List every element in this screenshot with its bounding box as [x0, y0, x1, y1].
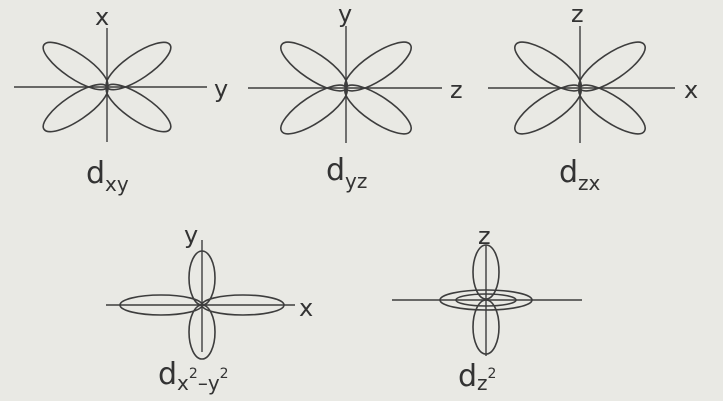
dzx-caption: dzx [559, 155, 601, 195]
dxy-lobe-lower-right [105, 83, 172, 133]
dx2y2-lobes [119, 250, 285, 360]
dzx-lobes [514, 41, 646, 135]
dx2y2-caption-sup-2: 2 [220, 366, 229, 382]
dxy-lobe-lower-left [42, 83, 109, 133]
dx2y2-caption-sup-1: 2 [189, 366, 198, 382]
orbital-dyz: y z dyz [248, 0, 463, 193]
dz2-lobe-top [472, 244, 500, 300]
dz2-caption-base: d [458, 359, 477, 394]
dx2y2-caption-sub-y: y [208, 371, 220, 395]
dzx-caption-subscript: zx [578, 171, 600, 195]
dyz-lobe-lower-right [344, 84, 412, 135]
dzx-lobe-upper-left [514, 41, 582, 92]
orbital-dz2: z dz2 [392, 222, 582, 395]
dzx-horizontal-axis-label: x [684, 76, 698, 104]
dyz-lobes [280, 41, 412, 135]
dxy-horizontal-axis-label: y [214, 75, 228, 103]
orbital-dx2-y2: y x dx2–y2 [106, 221, 313, 395]
orbital-dxy: x y dxy [14, 3, 228, 196]
dyz-caption: dyz [326, 153, 367, 193]
dx2y2-horizontal-axis-label: x [299, 294, 313, 322]
dxy-lobe-upper-right [105, 41, 172, 91]
dyz-horizontal-axis-label: z [450, 76, 463, 104]
dzx-lobe-upper-right [578, 41, 646, 92]
dxy-lobe-upper-left [42, 41, 109, 91]
dzx-caption-base: d [559, 155, 578, 190]
dx2y2-vertical-axis-label: y [184, 221, 198, 249]
dz2-caption-superscript: 2 [488, 366, 497, 382]
dyz-lobe-upper-right [344, 41, 412, 92]
dx2y2-lobe-left [119, 294, 203, 316]
dxy-caption-base: d [86, 156, 105, 191]
dz2-lobe-bottom [472, 299, 500, 355]
dx2y2-caption-base: d [158, 357, 177, 392]
dxy-lobes [42, 41, 172, 133]
dyz-lobe-upper-left [280, 41, 348, 92]
orbital-dzx: z x dzx [488, 0, 698, 195]
dz2-vertical-axis-label: z [478, 222, 491, 250]
dyz-caption-base: d [326, 153, 345, 188]
dx2y2-caption: dx2–y2 [158, 357, 229, 395]
dx2y2-caption-dash: – [198, 371, 208, 395]
dz2-caption-subscript: z [477, 371, 488, 395]
dz2-caption: dz2 [458, 359, 496, 395]
dz2-torus-inner [455, 293, 517, 307]
dyz-lobe-lower-left [280, 84, 348, 135]
dxy-vertical-axis-label: x [95, 3, 109, 31]
dxy-caption: dxy [86, 156, 129, 196]
dzx-lobe-lower-right [578, 84, 646, 135]
dyz-vertical-axis-label: y [338, 0, 352, 28]
dz2-torus-outer [439, 289, 533, 311]
dyz-caption-subscript: yz [345, 169, 367, 193]
dxy-caption-subscript: xy [105, 172, 129, 196]
dx2y2-caption-sub-x: x [177, 371, 189, 395]
dz2-lobes [439, 244, 533, 355]
dzx-lobe-lower-left [514, 84, 582, 135]
dzx-vertical-axis-label: z [571, 0, 584, 28]
